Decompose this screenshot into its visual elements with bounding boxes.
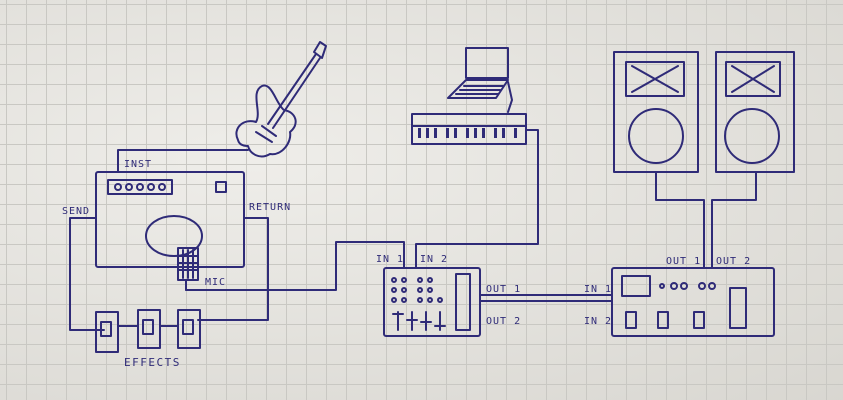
microphone-icon — [177, 247, 199, 291]
right-woofer — [724, 108, 780, 164]
laptop-icon — [447, 47, 509, 99]
mixer-in1-label: IN 1 — [376, 254, 404, 265]
power-amplifier — [611, 267, 775, 337]
amp-out1-label: OUT 1 — [666, 256, 701, 267]
keyboard-cable — [415, 129, 539, 269]
speaker-cable-right — [711, 171, 757, 269]
left-speaker — [613, 51, 699, 173]
mixer-out1-label: OUT 1 — [486, 284, 521, 295]
amp-control-panel — [107, 179, 173, 195]
mixer-console — [383, 267, 481, 337]
speaker-cable-left — [655, 171, 705, 269]
power-amp-display — [621, 275, 651, 297]
amp-in2-label: IN 2 — [584, 316, 612, 327]
amp-in1-label: IN 1 — [584, 284, 612, 295]
mic-cable — [185, 241, 405, 291]
right-tweeter — [725, 61, 781, 97]
mixer-out2-label: OUT 2 — [486, 316, 521, 327]
amp-speaker-cone — [145, 215, 203, 257]
electric-guitar-icon — [235, 41, 327, 158]
right-speaker — [715, 51, 795, 173]
send-label: SEND — [62, 206, 90, 217]
left-woofer — [628, 108, 684, 164]
amp-power-switch — [215, 181, 227, 193]
keyboard-keys — [418, 128, 517, 138]
return-label: RETURN — [249, 202, 291, 213]
mixer-faders — [392, 311, 446, 331]
inst-cable — [117, 149, 249, 173]
amp-out2-label: OUT 2 — [716, 256, 751, 267]
effects-pedals — [95, 309, 201, 353]
laptop-to-keyboard-cable — [507, 81, 513, 113]
inst-label: INST — [124, 159, 152, 170]
mixer-in2-label: IN 2 — [420, 254, 448, 265]
send-cable — [69, 217, 105, 331]
left-tweeter — [625, 61, 685, 97]
mic-label: MIC — [205, 277, 226, 288]
mixer-master-meter — [455, 273, 471, 331]
power-amp-meter — [729, 287, 747, 329]
return-cable — [197, 217, 269, 321]
mixer-knobs — [391, 277, 443, 303]
guitar-amplifier — [95, 171, 245, 268]
effects-label: EFFECTS — [124, 356, 181, 369]
midi-keyboard-icon — [411, 113, 527, 145]
